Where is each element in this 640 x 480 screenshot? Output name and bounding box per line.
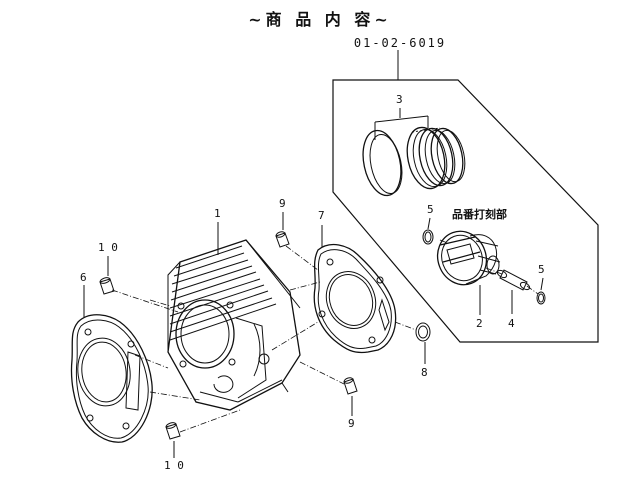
callout-9a: 9 — [279, 197, 286, 210]
dowel-pin-10a-icon — [99, 277, 115, 295]
callout-10b: 1 0 — [164, 459, 184, 472]
callout-5b: 5 — [538, 263, 545, 276]
callout-3-leader — [374, 108, 429, 140]
callout-6: 6 — [80, 271, 87, 284]
assembly-guide-lines — [111, 239, 539, 433]
callout-9b: 9 — [348, 417, 355, 430]
engraving-note: 品番打刻部 — [452, 208, 507, 221]
kit-enclosure — [332, 79, 599, 343]
cylinder-base-gasket-icon — [70, 314, 153, 443]
callout-1: 1 — [214, 207, 221, 220]
cylinder-head-gasket-icon — [313, 243, 397, 354]
piston-pin-icon — [496, 269, 531, 291]
callout-2: 2 — [476, 317, 483, 330]
callout-3: 3 — [396, 93, 403, 106]
callout-8: 8 — [421, 366, 428, 379]
cylinder-block-icon — [167, 239, 301, 411]
callout-4: 4 — [508, 317, 515, 330]
piston-icon — [436, 230, 501, 286]
circlip-b-icon — [536, 291, 546, 305]
dowel-pin-10b-icon — [165, 422, 181, 440]
callout-7: 7 — [318, 209, 325, 222]
dowel-pin-bottom-icon — [343, 377, 358, 395]
circlip-a-icon — [422, 229, 434, 245]
piston-rings-icon — [362, 126, 466, 197]
callout-5a: 5 — [427, 203, 434, 216]
dowel-pin-top-icon — [275, 231, 290, 248]
kit-part-number: 01-02-6019 — [353, 36, 447, 50]
o-ring-icon — [415, 322, 431, 342]
page-title: ~商 品 内 容~ — [248, 10, 392, 29]
callout-10a: 1 0 — [98, 241, 118, 254]
